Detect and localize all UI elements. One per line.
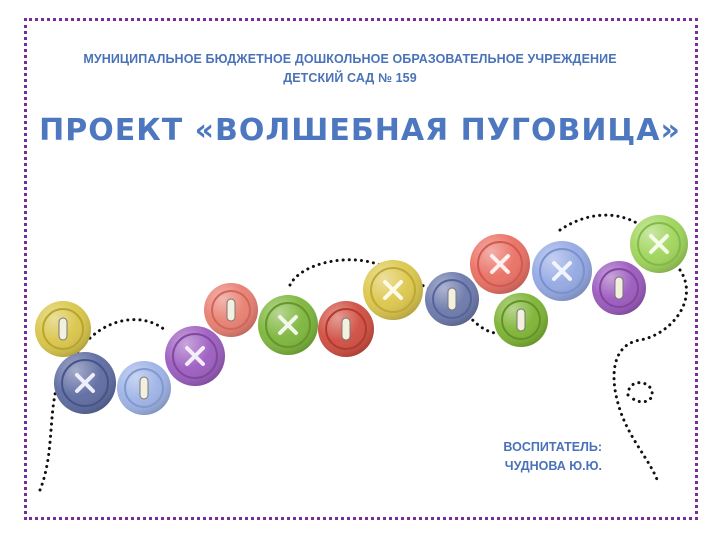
button-green-small — [494, 293, 548, 347]
button-lightblue — [117, 361, 171, 415]
button-green-cross — [258, 295, 318, 355]
button-salmon — [204, 283, 258, 337]
button-lime-cross — [630, 215, 688, 273]
organization-line-1: МУНИЦИПАЛЬНОЕ БЮДЖЕТНОЕ ДОШКОЛЬНОЕ ОБРАЗ… — [83, 52, 617, 66]
dotted-frame — [24, 18, 698, 520]
button-yellow-left — [35, 301, 91, 357]
thread-top — [558, 213, 642, 232]
teacher-label: ВОСПИТАТЕЛЬ: — [503, 440, 602, 454]
button-coral-cross — [470, 234, 530, 294]
thread-loop — [626, 381, 654, 404]
teacher-name: ЧУДНОВА Ю.Ю. — [504, 459, 602, 473]
button-purple-cross — [165, 326, 225, 386]
slide-title: ПРОЕКТ «ВОЛШЕБНАЯ ПУГОВИЦА» — [39, 113, 681, 148]
thread-right — [612, 268, 688, 484]
button-navy-cross — [54, 352, 116, 414]
button-violet — [592, 261, 646, 315]
button-red — [318, 301, 374, 357]
organization-line-2: ДЕТСКИЙ САД № 159 — [283, 71, 417, 85]
button-slate — [425, 272, 479, 326]
button-mustard-cross — [363, 260, 423, 320]
button-periwinkle-cross — [532, 241, 592, 301]
